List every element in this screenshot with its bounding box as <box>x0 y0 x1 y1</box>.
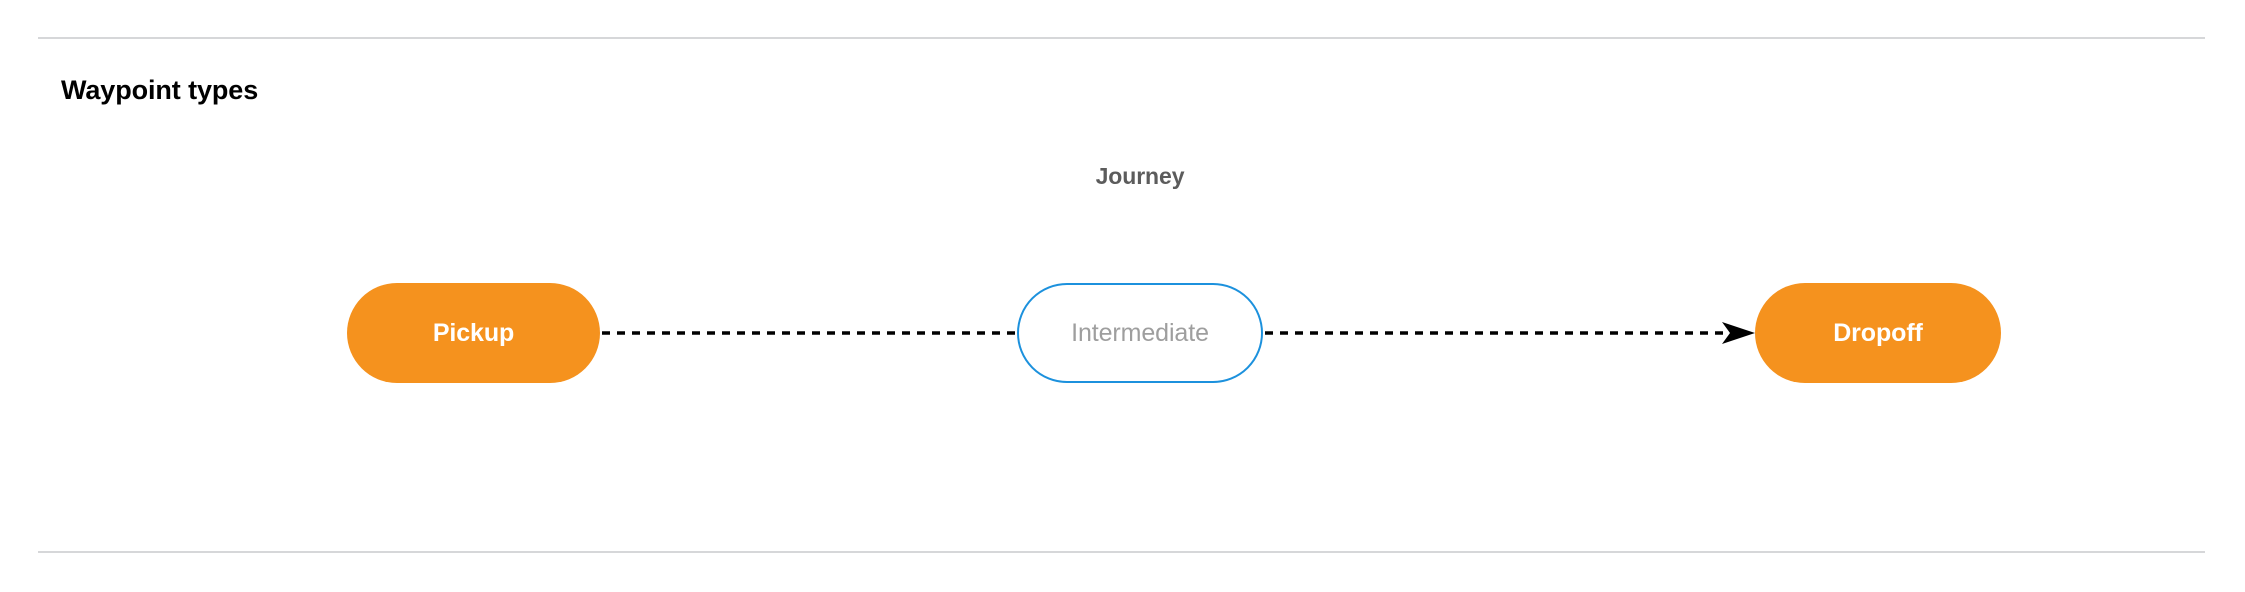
bottom-divider <box>38 551 2205 553</box>
waypoint-node-pickup-label: Pickup <box>432 318 515 347</box>
top-divider <box>38 37 2205 39</box>
waypoint-node-intermediate-label: Intermediate <box>1071 318 1209 347</box>
arrowhead-icon <box>1722 322 1755 344</box>
waypoint-node-pickup[interactable]: Pickup <box>347 283 600 383</box>
page-title: Waypoint types <box>61 75 259 105</box>
waypoint-node-intermediate[interactable]: Intermediate <box>1017 283 1263 383</box>
waypoint-node-dropoff[interactable]: Dropoff <box>1755 283 2001 383</box>
waypoint-node-dropoff-label: Dropoff <box>1833 318 1923 347</box>
journey-group-label: Journey <box>1095 163 1185 189</box>
